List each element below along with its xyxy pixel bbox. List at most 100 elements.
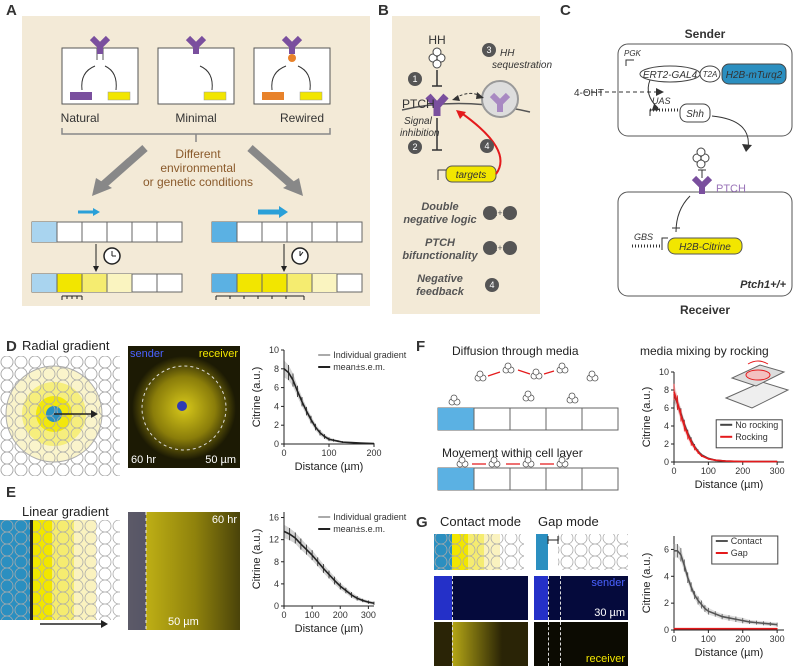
legend-label: No rocking	[735, 420, 778, 430]
receiver-label-g: receiver	[585, 653, 625, 665]
y-tick-label: 8	[664, 385, 669, 395]
bifunctionality-line-1: PTCH	[425, 237, 456, 249]
y-tick-label: 4	[274, 401, 279, 411]
conditions-line-1: Different	[175, 147, 221, 161]
linear-gradient-schematic	[0, 520, 120, 628]
panel-letter-e: E	[6, 484, 17, 501]
uas-label: UAS	[652, 96, 671, 106]
diffusion-title: Diffusion through media	[452, 344, 579, 358]
panel-a-diagram: Natural Minimal Rewired Different enviro…	[22, 16, 370, 306]
network-minimal	[157, 35, 235, 105]
y-tick-label: 12	[269, 535, 279, 545]
y-tick-label: 4	[664, 421, 669, 431]
x-tick-label: 100	[701, 634, 716, 644]
hh-ligand-icon	[428, 47, 446, 69]
targets-label: targets	[456, 170, 487, 181]
panel-c-diagram: Sender PGK ERT2-GAL4 T2A H2B-mTurq2 4-OH…	[574, 27, 793, 317]
double-negative-line-1: Double	[421, 201, 458, 213]
scale-label-d: 50 µm	[205, 454, 236, 466]
x-tick-label: 0	[671, 634, 676, 644]
x-tick-label: 0	[671, 466, 676, 476]
radial-micrograph: sender receiver 60 hr 50 µm	[128, 346, 240, 468]
y-tick-label: 6	[664, 544, 669, 554]
sequestration-line-1: HH	[500, 48, 515, 59]
contact-receiver-image	[434, 622, 528, 666]
movement-cells	[437, 467, 619, 491]
diffusion-cells	[437, 407, 619, 431]
bifunctionality-line-2: bifunctionality	[402, 250, 478, 262]
h2b-mturq2-box	[721, 63, 787, 85]
x-axis-label: Distance (µm)	[295, 623, 364, 635]
receiver-label: Receiver	[680, 303, 730, 317]
double-negative-line-2: negative logic	[403, 214, 476, 226]
legend-box	[715, 419, 783, 449]
h2b-citrine-label: H2B-Citrine	[679, 242, 731, 253]
series-error-band	[284, 360, 374, 444]
panel-letter-g: G	[416, 514, 428, 531]
y-tick-label: 2	[664, 439, 669, 449]
x-tick-label: 200	[366, 448, 381, 458]
y-tick-label: 0	[664, 457, 669, 467]
label-rewired: Rewired	[280, 111, 324, 125]
gbs-label: GBS	[634, 232, 653, 242]
x-axis-label: Distance (µm)	[295, 461, 364, 473]
rocking-title: media mixing by rocking	[640, 344, 769, 358]
legend-label: Individual gradient	[333, 350, 407, 360]
x-tick-label: 0	[281, 448, 286, 458]
label-natural: Natural	[61, 111, 100, 125]
x-tick-label: 200	[333, 610, 348, 620]
cell-row-left-final	[31, 273, 183, 300]
radial-micrograph-image	[132, 356, 236, 460]
panel-letter-a: A	[6, 2, 17, 19]
series-error-band	[284, 524, 374, 605]
ptch-label-c: PTCH	[716, 183, 746, 195]
y-tick-label: 0	[274, 601, 279, 611]
label-minimal: Minimal	[175, 111, 216, 125]
panel-letter-f: F	[416, 338, 426, 355]
legend-label: mean±s.e.m.	[333, 362, 385, 372]
mode-schematics	[434, 534, 628, 570]
h2b-citrine-box	[667, 237, 743, 255]
y-tick-label: 8	[274, 364, 279, 374]
y-tick-label: 0	[664, 625, 669, 635]
double-negative-steps: 1+2	[492, 208, 507, 218]
time-label-e: 60 hr	[211, 514, 237, 526]
x-tick-label: 100	[321, 448, 336, 458]
linear-micrograph-image	[128, 512, 240, 630]
y-tick-label: 2	[664, 598, 669, 608]
h2b-mturq2-label: H2B-mTurq2	[726, 70, 783, 81]
panel-b-diagram: 1 2 3 4 HH PTCH HH sequestration Signal …	[392, 16, 552, 314]
cell-row-left-initial	[31, 221, 183, 243]
negative-feedback-line-1: Negative	[417, 273, 463, 285]
legend-label: Contact	[731, 536, 763, 546]
radial-gradient-title: Radial gradient	[22, 338, 110, 353]
scale-label-e: 50 µm	[168, 616, 199, 628]
panel-letter-b: B	[378, 2, 389, 19]
sender-label-g: sender	[591, 577, 625, 589]
legend-label: Rocking	[735, 432, 768, 442]
x-axis-label: Distance (µm)	[695, 647, 764, 659]
negative-feedback-step: 4	[489, 280, 494, 290]
cell-row-right-final	[211, 273, 363, 300]
rocker-icon	[724, 360, 790, 409]
t2a-label: T2A	[703, 70, 718, 79]
y-axis-label: Citrine (a.u.)	[641, 387, 653, 448]
y-tick-label: 0	[274, 439, 279, 449]
y-tick-label: 4	[274, 579, 279, 589]
sender-label-d: sender	[130, 348, 164, 360]
x-tick-label: 100	[305, 610, 320, 620]
movement-title: Movement within cell layer	[442, 446, 583, 460]
series-error-band	[674, 544, 778, 627]
legend-label: Individual gradient	[333, 512, 407, 522]
panel-letter-c: C	[560, 2, 571, 19]
gap-mode-title: Gap mode	[538, 514, 599, 529]
y-tick-label: 16	[269, 513, 279, 523]
signal-inhibition-line-1: Signal	[404, 116, 433, 127]
shh-label: Shh	[686, 109, 704, 120]
x-tick-label: 200	[735, 634, 750, 644]
ptch-label: PTCH	[402, 97, 435, 111]
legend-label: mean±s.e.m.	[333, 524, 385, 534]
